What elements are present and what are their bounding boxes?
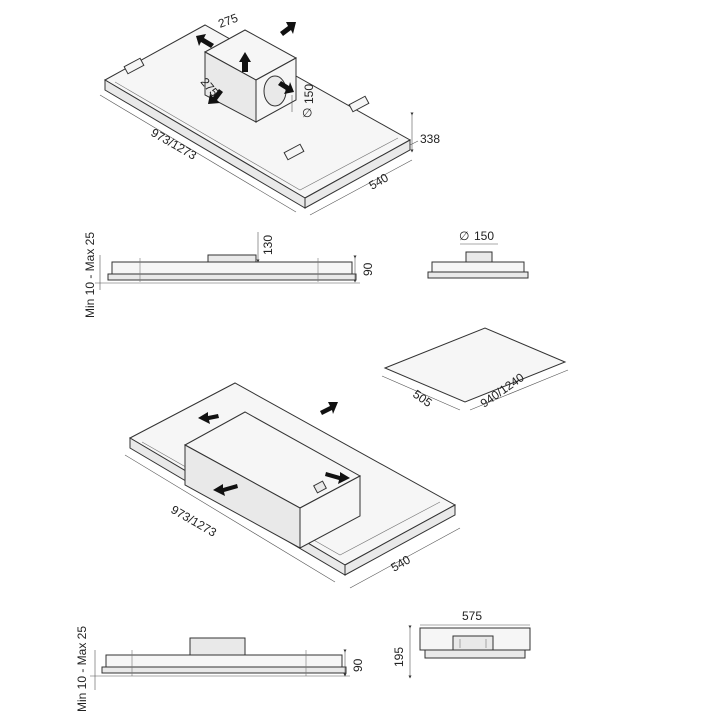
dim-length: 973/1273 <box>169 502 220 539</box>
clip <box>123 57 145 75</box>
dim-depth: 540 <box>367 170 392 192</box>
airflow-arrow-left-icon <box>198 412 219 424</box>
airflow-arrow-down-icon <box>208 89 223 104</box>
clip <box>348 95 370 113</box>
hood-plate-side <box>344 504 456 576</box>
dim-cutout-width: 505 <box>410 387 435 410</box>
outlet-front <box>465 251 493 263</box>
diameter-symbol: ∅ <box>459 229 469 243</box>
bottom-front-view: 575 195 <box>392 609 531 679</box>
top-side-view: Min 10 - Max 25 130 90 <box>83 232 375 318</box>
airflow-arrow-right-icon <box>280 22 296 36</box>
hood-front-body <box>431 261 525 273</box>
dim-box-height: 130 <box>261 235 275 255</box>
motor-box-side <box>299 475 361 549</box>
hood-plate-side <box>304 139 411 209</box>
hood-front-flange <box>427 271 529 279</box>
dim-box-width: 275 <box>216 11 240 31</box>
hood-front-flange <box>424 649 526 659</box>
motor-front <box>452 635 494 651</box>
dim-total-height: 338 <box>420 132 440 146</box>
dim-height: 195 <box>392 647 406 667</box>
dim-outlet-diameter: 150 <box>474 229 494 243</box>
ceiling-cutout <box>383 327 567 403</box>
outlet-collar <box>263 75 287 107</box>
hood-side-body <box>105 654 343 668</box>
dim-outlet-diameter: 150 <box>302 84 316 104</box>
hood-side-body <box>111 261 353 275</box>
clip <box>283 143 305 161</box>
airflow-arrow-outlet-icon <box>278 81 294 94</box>
diameter-symbol: ∅ <box>302 106 312 120</box>
top-iso-view: 275 275 150 ∅ 338 540 973/1273 <box>99 11 440 216</box>
airflow-arrow-right-icon <box>320 402 338 415</box>
ceiling-range-label: Min 10 - Max 25 <box>83 232 97 318</box>
outlet-port <box>313 480 327 494</box>
airflow-arrow-left-icon <box>196 34 214 48</box>
top-front-view: ∅ 150 <box>427 229 529 279</box>
dim-width: 575 <box>462 609 482 623</box>
airflow-arrow-front-left-icon <box>213 484 238 496</box>
bottom-iso-view: 973/1273 540 <box>124 382 461 589</box>
airflow-arrow-up-icon <box>239 52 251 72</box>
dim-plate-height: 90 <box>361 262 375 276</box>
hood-side-flange <box>107 273 357 281</box>
motor-box-side <box>207 254 257 263</box>
dim-plate-height: 90 <box>351 658 365 672</box>
airflow-arrow-front-right-icon <box>325 472 350 484</box>
bottom-side-view: Min 10 - Max 25 90 <box>75 626 365 712</box>
hood-side-flange <box>101 666 347 674</box>
ceiling-range-label: Min 10 - Max 25 <box>75 626 89 712</box>
cutout-view: 505 940/1240 <box>381 327 569 410</box>
motor-box-side <box>189 637 246 656</box>
